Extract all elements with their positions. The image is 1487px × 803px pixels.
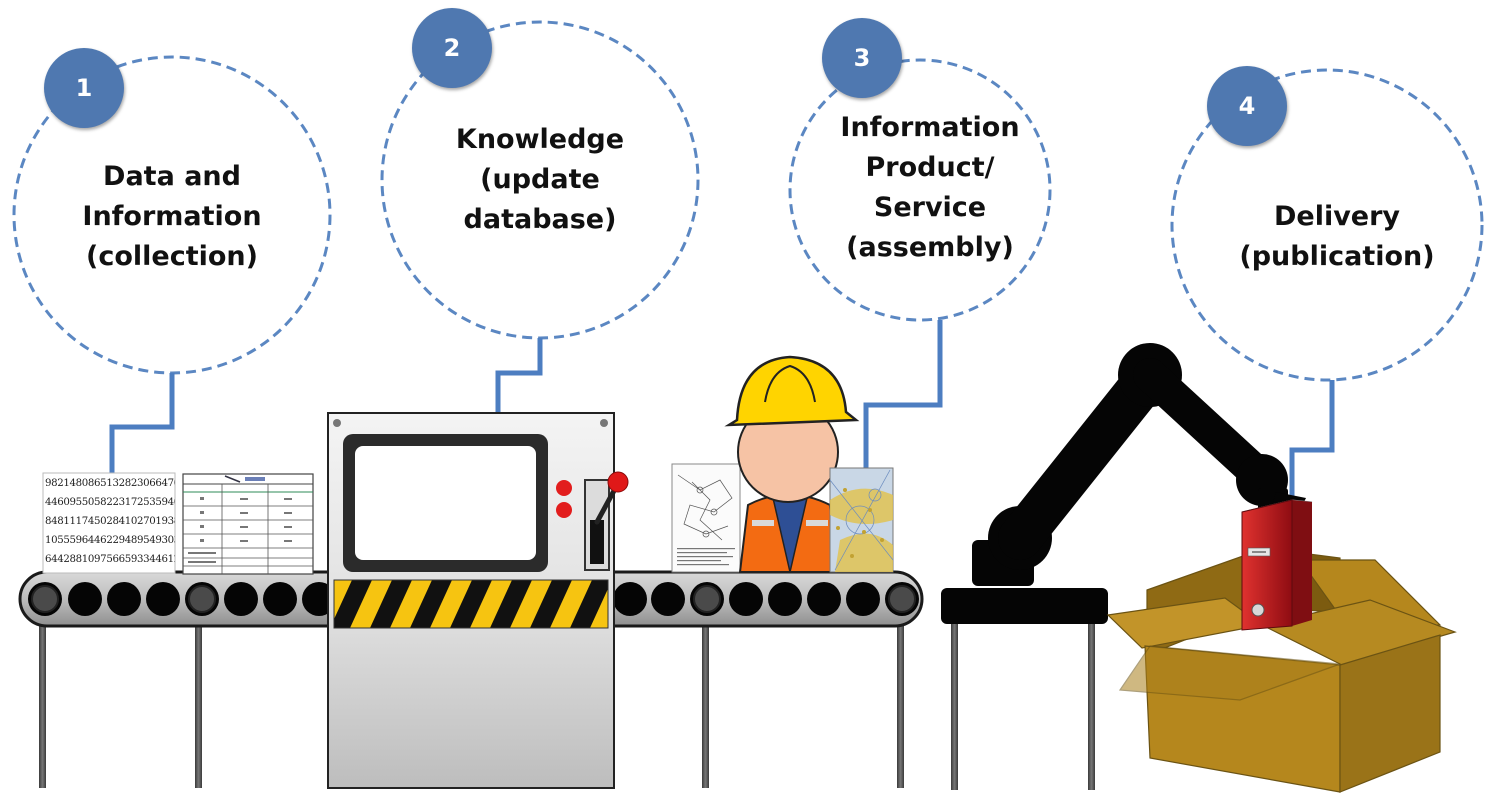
- step-4-line: (publication): [1239, 241, 1435, 272]
- step-3-badge: 3: [822, 18, 902, 98]
- aeronautical-map-sheet: [829, 467, 894, 573]
- robot-arm: [972, 343, 1306, 586]
- step-4-circle: [1170, 68, 1484, 382]
- robot-table: [941, 588, 1108, 790]
- step-4-badge: 4: [1207, 66, 1287, 146]
- roller-hub: [888, 585, 916, 613]
- conveyor-legs: [39, 610, 904, 788]
- roller: [651, 582, 685, 616]
- data-row: 9821480865132823066470938: [45, 478, 175, 489]
- step-2-line: (update: [480, 164, 600, 195]
- roller: [263, 582, 297, 616]
- connectors: [109, 320, 1335, 505]
- step-4-label: Delivery (publication): [1217, 197, 1457, 277]
- table-sheet: [182, 473, 314, 575]
- step-1-line: Information: [82, 201, 262, 232]
- step-3-line: Service: [873, 192, 987, 223]
- step-3-line: (assembly): [846, 232, 1014, 263]
- step-1-line: Data and: [103, 161, 241, 192]
- procedure-chart-sheet: [671, 463, 741, 573]
- step-2-label: Knowledge (update database): [420, 120, 660, 240]
- step-3-circle: [788, 58, 1052, 322]
- red-button: [556, 502, 572, 518]
- step-3-line: Product/: [865, 152, 995, 183]
- data-sheet: 9821480865132823066470938 44609550582231…: [42, 472, 176, 574]
- roller: [613, 582, 647, 616]
- roller: [107, 582, 141, 616]
- red-button: [556, 480, 572, 496]
- connector-4: [1289, 380, 1335, 505]
- lever: [594, 484, 619, 525]
- step-4-line: Delivery: [1273, 201, 1401, 232]
- roller-hub: [31, 585, 59, 613]
- roller: [846, 582, 880, 616]
- step-3-label: Information Product/ Service (assembly): [820, 108, 1040, 268]
- step-3-line: Information: [840, 112, 1020, 143]
- hazard-stripes: [334, 580, 608, 628]
- hard-hat: [724, 355, 860, 427]
- roller: [807, 582, 841, 616]
- step-1-badge: 1: [44, 48, 124, 128]
- data-row: 8481117450284102701938521: [45, 516, 175, 527]
- step-1-label: Data and Information (collection): [52, 157, 292, 277]
- machine: [327, 412, 629, 789]
- connector-3: [863, 320, 943, 470]
- step-2-line: Knowledge: [455, 124, 625, 155]
- roller: [768, 582, 802, 616]
- roller-hub: [693, 585, 721, 613]
- binder: [1241, 499, 1313, 631]
- roller: [68, 582, 102, 616]
- connector-2: [495, 338, 543, 412]
- data-row: 6442881097566593344612847: [45, 554, 175, 565]
- roller-hub: [188, 585, 216, 613]
- roller: [729, 582, 763, 616]
- roller: [146, 582, 180, 616]
- roller: [224, 582, 258, 616]
- step-2-line: database): [463, 204, 617, 235]
- step-1-line: (collection): [86, 241, 258, 272]
- data-row: 4460955058223172535940812: [45, 497, 175, 508]
- step-2-badge: 2: [412, 8, 492, 88]
- data-row: 1055596446229489549303819: [45, 535, 175, 546]
- connector-1: [109, 373, 175, 475]
- worker: [724, 355, 860, 573]
